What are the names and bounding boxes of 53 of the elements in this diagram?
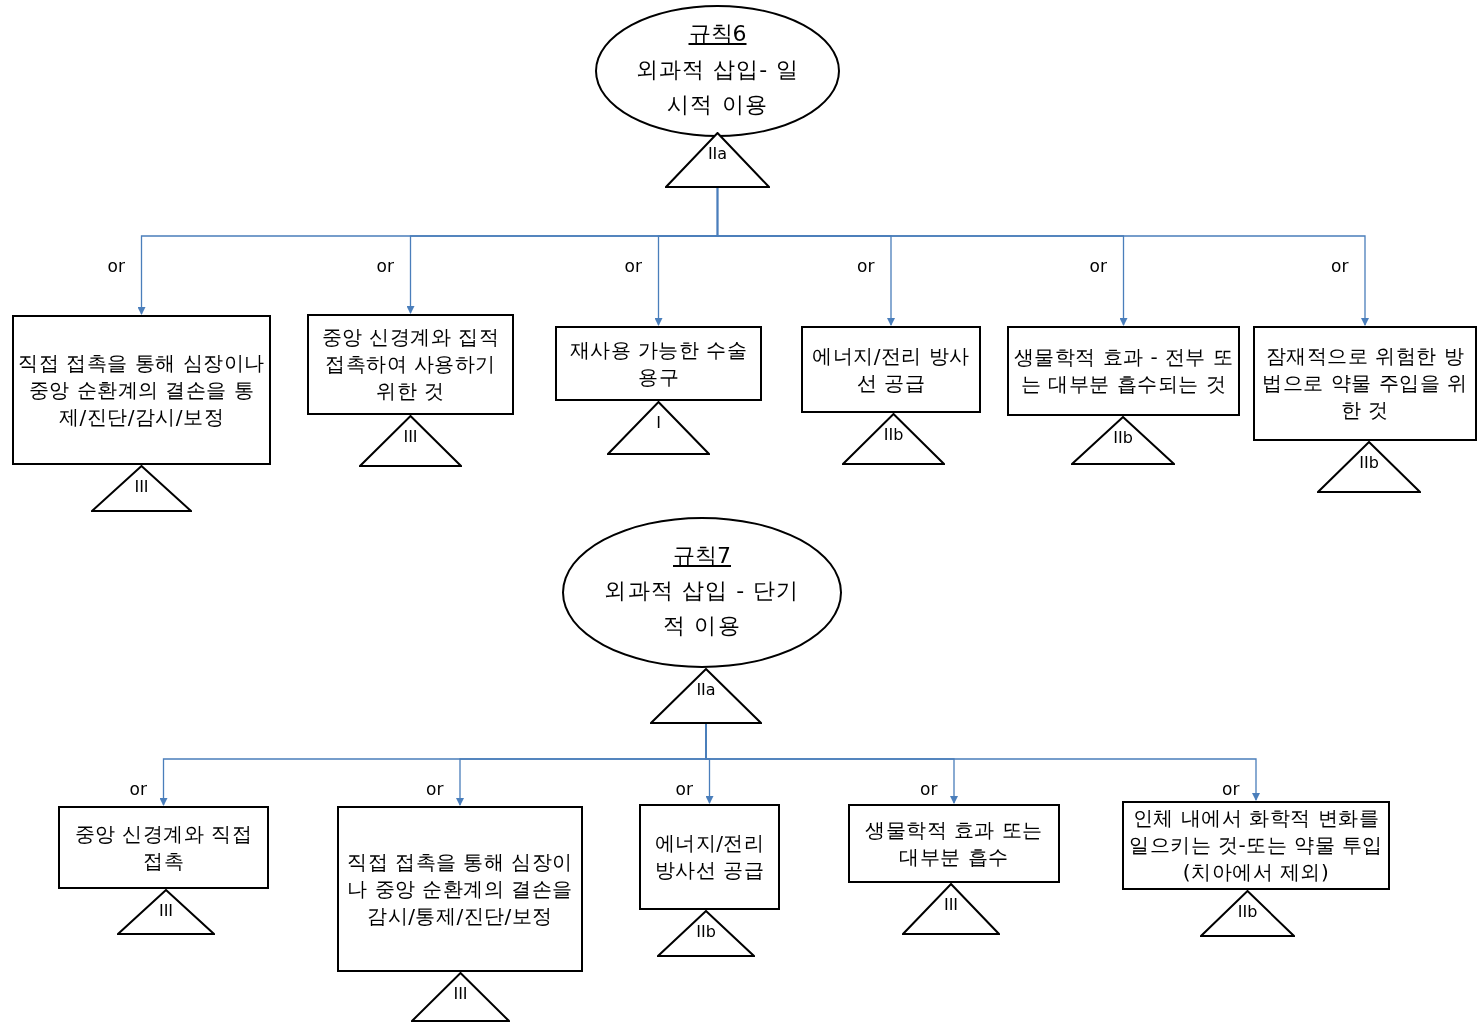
class-label: IIa	[706, 146, 729, 162]
class-label: III	[133, 479, 150, 495]
edge-label: or	[855, 258, 877, 275]
class-triangle	[1200, 890, 1295, 937]
class-label: III	[402, 429, 419, 445]
condition-text: 직접 접촉을 통해 심장이나 중앙 순환계의 결손을 통제/진단/감시/보정	[18, 349, 265, 431]
class-triangle	[842, 413, 945, 465]
class-triangle	[117, 889, 215, 935]
condition-text: 재사용 가능한 수술용구	[568, 336, 749, 391]
connector-arrow	[716, 187, 1369, 326]
condition-text: 직접 접촉을 통해 심장이나 중앙 순환계의 결손을 감시/통제/진단/보정	[346, 848, 574, 930]
class-label: I	[655, 415, 662, 431]
condition-text: 생물학적 효과 - 전부 또는 대부분 흡수되는 것	[1013, 344, 1234, 398]
class-triangle	[665, 132, 770, 188]
rule-description: 외과적 삽입 - 단기적 이용	[603, 577, 801, 641]
rule-description: 외과적 삽입- 일시적 이용	[634, 55, 801, 119]
class-label: IIb	[695, 924, 717, 940]
class-label: IIb	[882, 427, 905, 443]
edge-label: or	[105, 258, 127, 275]
class-triangle	[657, 910, 755, 957]
class-label: IIb	[1358, 455, 1380, 471]
edge-label: or	[424, 781, 446, 798]
edge-label: or	[374, 258, 396, 275]
edge-label: or	[673, 781, 695, 798]
class-triangle	[1317, 441, 1421, 493]
class-label: III	[452, 986, 469, 1002]
edge-label: or	[1329, 258, 1351, 275]
class-triangle	[650, 668, 762, 724]
class-triangle	[902, 883, 1000, 935]
class-triangle	[607, 401, 710, 455]
class-triangle	[411, 972, 510, 1022]
class-label: IIb	[1112, 430, 1134, 446]
condition-text: 잠재적으로 위험한 방법으로 약물 주입을 위한 것	[1261, 343, 1469, 424]
edge-label: or	[1220, 781, 1242, 798]
condition-text: 생물학적 효과 또는 대부분 흡수	[864, 816, 1044, 871]
rule-title: 규칙7	[673, 541, 731, 570]
condition-text: 중앙 신경계와 집적 접촉하여 사용하기 위한 것	[320, 324, 501, 405]
class-label: IIb	[1236, 904, 1259, 920]
class-triangle	[91, 465, 192, 512]
condition-text: 에너지/전리 방사선 공급	[811, 342, 971, 397]
rule-title: 규칙6	[688, 20, 747, 48]
class-triangle	[1071, 416, 1175, 465]
edge-label: or	[622, 258, 644, 275]
class-triangle	[359, 415, 462, 467]
condition-text: 에너지/전리 방사선 공급	[653, 830, 766, 884]
class-label: IIa	[695, 682, 717, 698]
edge-label: or	[1087, 258, 1109, 275]
class-label: III	[942, 897, 960, 913]
condition-text: 인체 내에서 화학적 변화를 일으키는 것-또는 약물 투입(치아에서 제외)	[1128, 805, 1384, 886]
condition-text: 중앙 신경계와 직접 접촉	[73, 820, 254, 875]
edge-label: or	[127, 781, 149, 798]
edge-label: or	[918, 781, 940, 798]
class-label: III	[157, 903, 175, 919]
